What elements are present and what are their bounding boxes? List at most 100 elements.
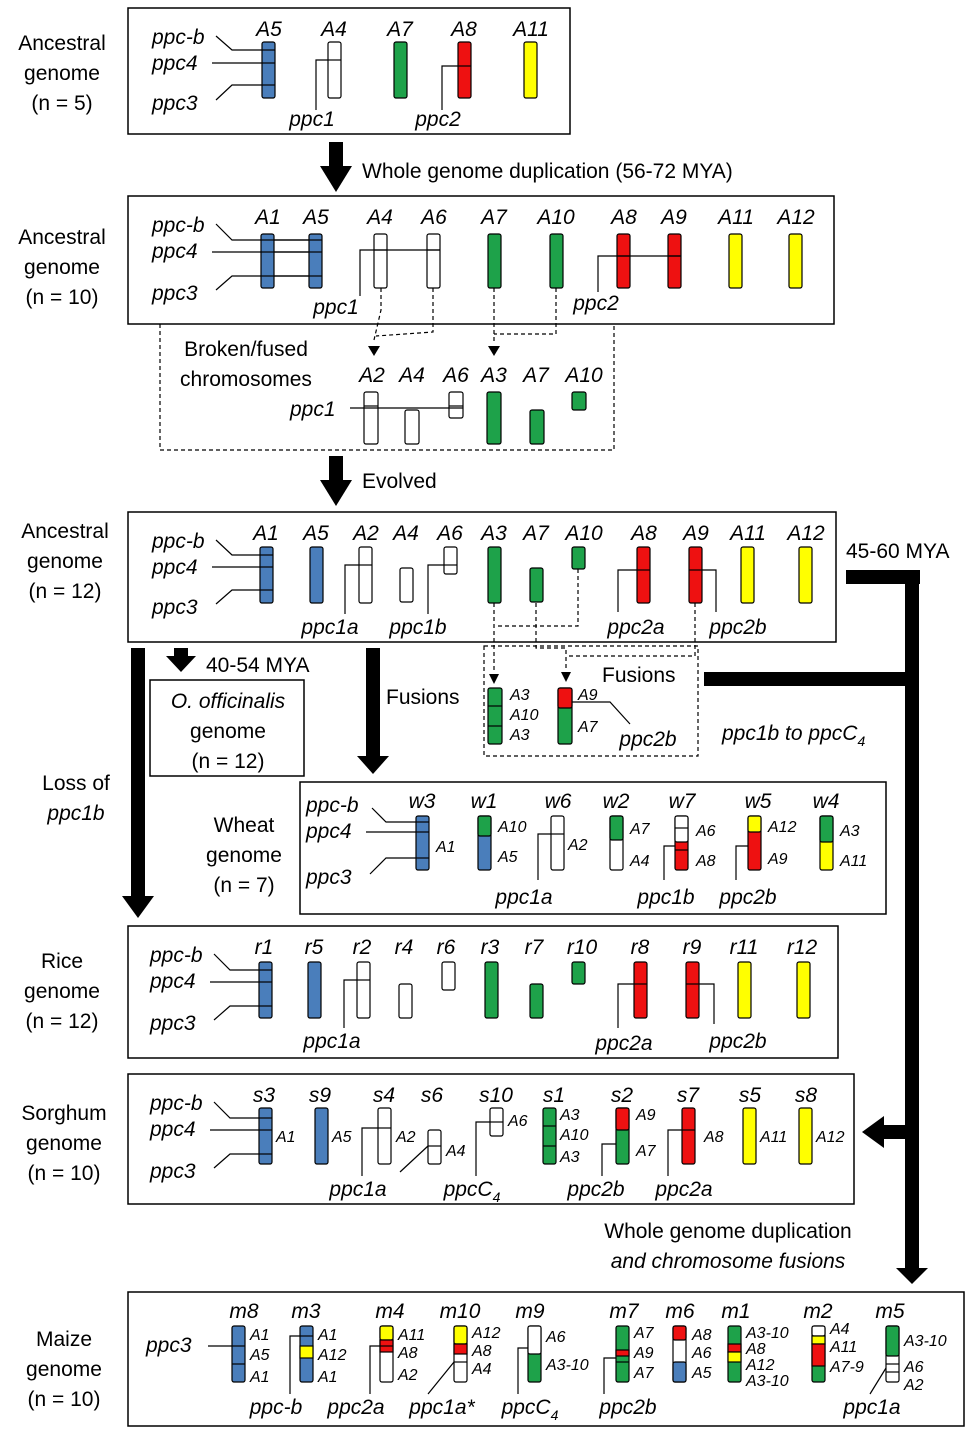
chrom-label: r11 <box>730 936 759 959</box>
sub-label: A11 <box>397 1327 425 1344</box>
connector <box>427 1361 455 1395</box>
chromosome <box>308 233 323 289</box>
stage2-ancestral-n10: Ancestral genome (n = 10) ppc-b ppc4 ppc… <box>18 195 835 325</box>
chrom-label: A1 <box>251 522 279 545</box>
ppc1b-to-text: ppc1b to ppcC <box>721 722 858 745</box>
sub-label: A3 <box>509 727 530 744</box>
chrom-label: A12 <box>785 522 825 545</box>
chromosome <box>441 961 456 991</box>
gene-ppc3: ppc3 <box>151 596 198 619</box>
chromosome-segment <box>672 1361 687 1383</box>
chrom-label: m3 <box>291 1300 320 1323</box>
chrom-label: w1 <box>471 790 498 813</box>
chrom-label: A11 <box>716 206 754 229</box>
sub-label: A8 <box>691 1327 712 1344</box>
chromosome-segment <box>609 815 624 841</box>
chromosome-segment <box>811 1343 826 1367</box>
connector <box>215 539 260 556</box>
stage2-label-line2: genome <box>24 256 100 279</box>
ppc1b-to-sub: 4 <box>857 733 865 749</box>
sub-label: A7 <box>577 719 599 736</box>
connector <box>289 1335 300 1394</box>
stage3-ancestral-n12: Ancestral genome (n = 12) ppc-b ppc4 ppc… <box>21 511 837 643</box>
chromosome <box>307 961 322 1019</box>
sub-label: A5 <box>331 1129 352 1146</box>
sub-label: A9 <box>767 851 788 868</box>
gene-ppc1: ppc1 <box>288 108 335 131</box>
connector <box>315 59 328 110</box>
chrom-label: m2 <box>803 1300 832 1323</box>
sub-label: A6 <box>695 823 716 840</box>
chromosome <box>486 391 502 445</box>
chromosome <box>688 546 703 604</box>
chromosome <box>571 961 586 985</box>
chromosome <box>740 546 755 604</box>
sub-label: A8 <box>695 853 716 870</box>
chrom-label: A9 <box>681 522 709 545</box>
gene-ppc1b: ppc1b <box>388 616 447 639</box>
sub-label: A7-9 <box>829 1359 864 1376</box>
chrom-label: s5 <box>739 1084 762 1107</box>
connector <box>213 1005 259 1021</box>
chrom-label: A11 <box>511 18 549 41</box>
chrom-label: A6 <box>435 522 463 545</box>
chrom-label: r6 <box>437 936 456 959</box>
connector <box>702 569 717 612</box>
stage1-box <box>127 7 571 135</box>
rice-genome: Rice genome (n = 12) ppc-b ppc4 ppc3 r1 … <box>24 925 839 1059</box>
sub-label: A11 <box>759 1129 787 1146</box>
sub-label: A3-10 <box>745 1373 789 1390</box>
gene-ppc1: ppc1 <box>312 296 359 319</box>
sub-label: A1 <box>249 1369 270 1386</box>
chromosome <box>487 687 503 745</box>
dashed-arrow <box>498 569 579 627</box>
chromosome <box>356 961 371 1019</box>
chrom-label: A4 <box>365 206 393 229</box>
chromosome-segment <box>885 1325 900 1357</box>
connector <box>601 1143 616 1176</box>
chrom-label: A7 <box>521 522 550 545</box>
chrom-label: s9 <box>309 1084 332 1107</box>
loss-label-line1: Loss of <box>42 772 110 795</box>
gene-ppcb: ppc-b <box>149 1092 203 1115</box>
chromosome <box>398 983 413 1019</box>
chromosome <box>427 1129 442 1165</box>
sub-label: A2 <box>567 837 588 854</box>
sub-label: A12 <box>767 819 797 836</box>
sub-label: A12 <box>471 1325 501 1342</box>
chromosome <box>523 41 538 99</box>
chromosome <box>728 233 743 289</box>
maize-label-line1: Maize <box>36 1328 92 1351</box>
arrow-shaft <box>329 456 343 482</box>
connector <box>699 983 715 1024</box>
sub-label: A3-10 <box>903 1333 947 1350</box>
gene-ppc3: ppc3 <box>145 1334 192 1357</box>
fusion-box: Fusions A3 A10 A3 A9 A7 ppc2b <box>483 569 699 757</box>
sub-label: A5 <box>249 1347 270 1364</box>
gene-ppcC-sub: 4 <box>493 1189 501 1205</box>
sub-label: A3 <box>509 687 530 704</box>
sorghum-box <box>127 1073 855 1205</box>
connector <box>369 857 416 875</box>
chrom-label: w6 <box>545 790 572 813</box>
gene-ppcb: ppc-b <box>151 530 205 553</box>
gene-ppc3: ppc3 <box>149 1160 196 1183</box>
stage3-box <box>127 511 837 643</box>
gene-ppc2: ppc2 <box>572 292 619 315</box>
connector <box>667 1129 682 1176</box>
wheat-box <box>299 781 887 915</box>
gene-ppc1b: ppc1b <box>636 886 695 909</box>
sub-label: A3 <box>839 823 860 840</box>
stage2-label-line1: Ancestral <box>18 226 106 249</box>
chromosome <box>404 409 420 445</box>
chromosome <box>443 546 458 575</box>
chrom-label: A9 <box>659 206 687 229</box>
connector <box>344 564 359 614</box>
chromosome-segment <box>727 1351 742 1363</box>
sub-label: A6 <box>903 1359 924 1376</box>
dashed-arrow <box>535 603 567 670</box>
gene-ppc4: ppc4 <box>151 52 198 75</box>
sub-label: A7 <box>633 1365 655 1382</box>
arrow-shaft <box>366 648 380 758</box>
chromosome-segment <box>615 1349 630 1357</box>
